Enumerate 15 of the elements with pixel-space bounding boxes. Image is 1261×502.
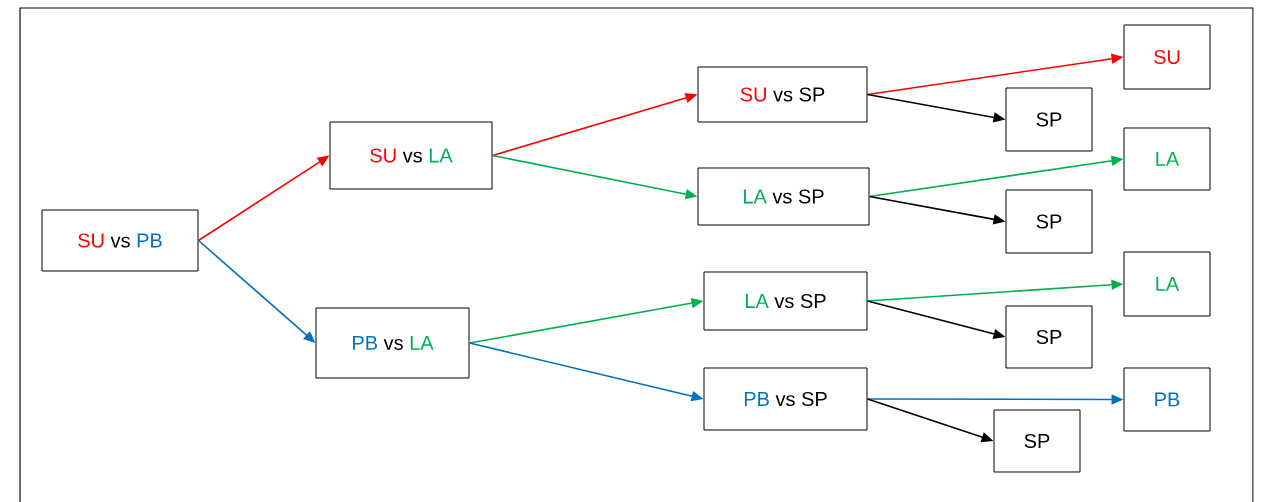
box: SP bbox=[1005, 305, 1093, 369]
box: LA vs SP bbox=[697, 167, 870, 226]
box: PB vs SP bbox=[703, 367, 868, 431]
box: SP bbox=[993, 409, 1081, 473]
box: LA vs SP bbox=[703, 271, 868, 331]
box: SU vs PB bbox=[41, 209, 199, 272]
box: SP bbox=[1005, 189, 1093, 254]
box: PB bbox=[1123, 367, 1211, 432]
box: PB vs LA bbox=[315, 307, 470, 379]
box: SU vs LA bbox=[329, 121, 493, 190]
box: LA bbox=[1123, 127, 1211, 191]
box: SU bbox=[1123, 24, 1211, 90]
box: LA bbox=[1123, 251, 1211, 317]
box: SP bbox=[1005, 87, 1093, 152]
box: SU vs SP bbox=[697, 66, 868, 123]
